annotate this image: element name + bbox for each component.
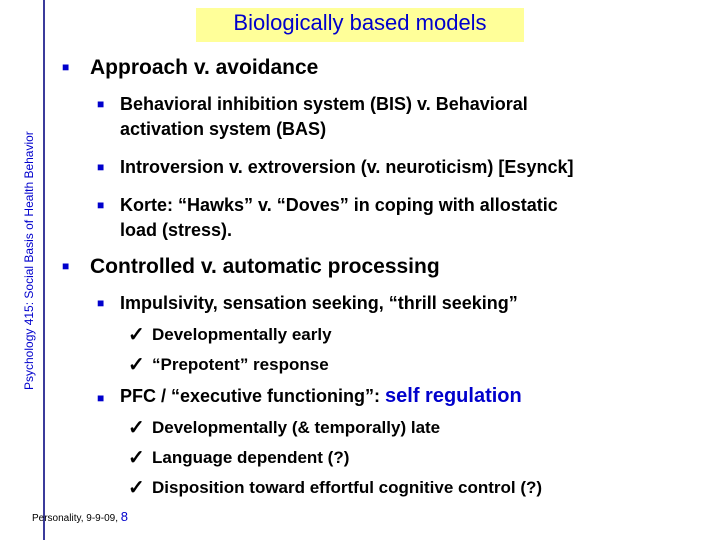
- self-regulation-highlight: self regulation: [385, 385, 522, 407]
- bullet-korte-line1: Korte: “Hawks” v. “Doves” in coping with…: [120, 195, 558, 215]
- page-number: 8: [120, 509, 128, 524]
- square-bullet-icon: ■: [97, 391, 105, 405]
- check-developmentally-early: Developmentally early: [152, 325, 332, 344]
- title-background: [196, 8, 524, 42]
- bullet-controlled-automatic: Controlled v. automatic processing: [90, 255, 440, 278]
- slide-title: Biologically based models: [233, 10, 487, 35]
- checkmark-icon: ✓: [128, 477, 145, 499]
- square-bullet-icon: ■: [97, 160, 105, 174]
- slide-footer: Personality, 9-9-09, 8: [32, 509, 128, 524]
- square-bullet-icon: ■: [62, 60, 70, 74]
- bullet-approach-avoidance: Approach v. avoidance: [90, 56, 319, 79]
- side-divider: [43, 0, 45, 540]
- check-prepotent-response: “Prepotent” response: [152, 355, 329, 374]
- square-bullet-icon: ■: [97, 97, 105, 111]
- check-language-dependent: Language dependent (?): [152, 448, 350, 467]
- checkmark-icon: ✓: [128, 447, 145, 469]
- bullet-introversion: Introversion v. extroversion (v. neuroti…: [120, 157, 574, 177]
- square-bullet-icon: ■: [97, 296, 105, 310]
- side-course-label: Psychology 415: Social Basis of Health B…: [22, 131, 36, 390]
- checkmark-icon: ✓: [128, 324, 145, 346]
- pfc-text: PFC / “executive functioning”:: [120, 386, 386, 406]
- bullet-pfc-executive: PFC / “executive functioning”: self regu…: [120, 384, 522, 409]
- bullet-impulsivity: Impulsivity, sensation seeking, “thrill …: [120, 293, 518, 313]
- check-developmentally-late: Developmentally (& temporally) late: [152, 418, 441, 437]
- bullet-bis-bas-line2: activation system (BAS): [120, 119, 327, 139]
- square-bullet-icon: ■: [97, 198, 105, 212]
- square-bullet-icon: ■: [62, 259, 70, 273]
- footer-text: Personality, 9-9-09,: [32, 513, 121, 524]
- bullet-bis-bas-line1: Behavioral inhibition system (BIS) v. Be…: [120, 94, 528, 114]
- checkmark-icon: ✓: [128, 417, 145, 439]
- bullet-korte-line2: load (stress).: [120, 220, 233, 240]
- check-disposition-effortful: Disposition toward effortful cognitive c…: [152, 478, 543, 497]
- checkmark-icon: ✓: [128, 354, 145, 376]
